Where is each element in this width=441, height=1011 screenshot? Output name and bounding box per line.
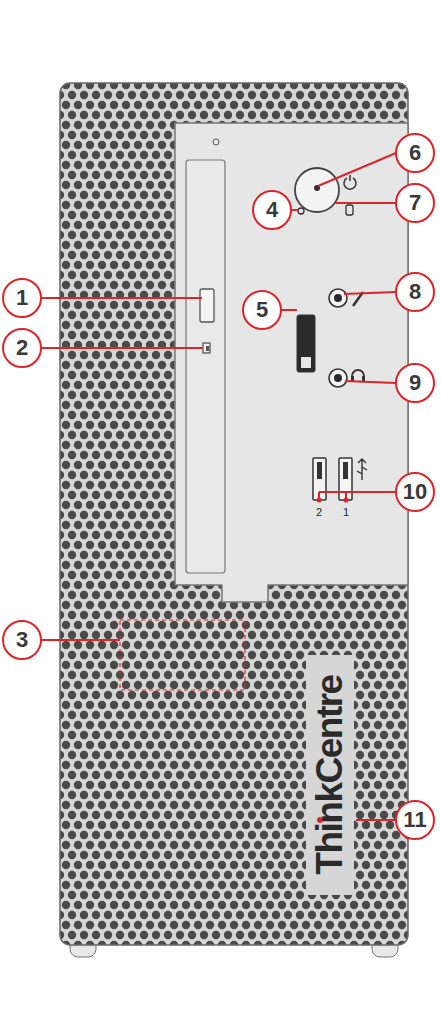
port-number: 1	[342, 506, 350, 518]
callout-number: 1	[2, 278, 42, 318]
callout-number: 5	[242, 290, 282, 330]
callout-number: 10	[395, 472, 435, 512]
callout-number: 3	[2, 620, 42, 660]
callout-number: 8	[395, 272, 435, 312]
callout-number: 9	[395, 363, 435, 403]
callout-number: 6	[395, 133, 435, 173]
brand-logo: ThinkCentre	[309, 675, 351, 874]
callout-number: 4	[252, 190, 292, 230]
port-number: 2	[315, 506, 323, 518]
callout-number: 11	[395, 800, 435, 840]
callout-number: 2	[2, 328, 42, 368]
callout-number: 7	[395, 183, 435, 223]
